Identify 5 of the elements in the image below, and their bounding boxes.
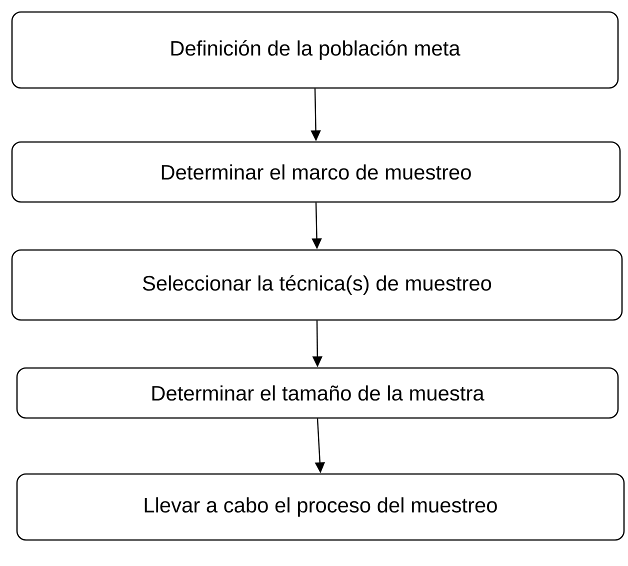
process-box: Llevar a cabo el proceso del muestreo (16, 473, 625, 541)
process-box: Determinar el marco de muestreo (11, 141, 621, 203)
process-box: Seleccionar la técnica(s) de muestreo (11, 249, 623, 321)
process-box: Determinar el tamaño de la muestra (16, 367, 619, 419)
process-box: Definición de la población meta (11, 11, 619, 89)
